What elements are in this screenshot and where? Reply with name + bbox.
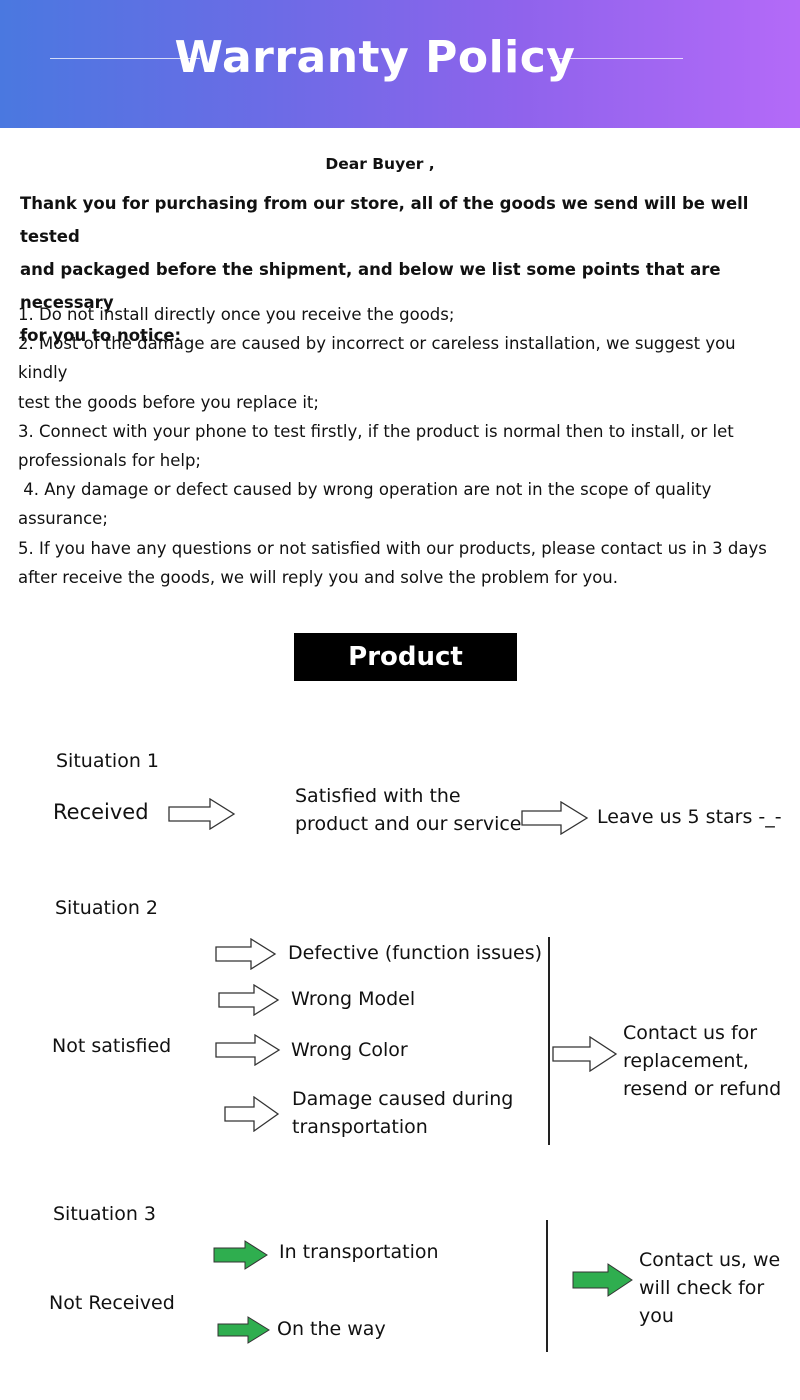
situation-1-action: Leave us 5 stars -_- bbox=[597, 806, 782, 828]
right-arrow-outline-icon bbox=[218, 984, 280, 1016]
notice-line: after receive the goods, we will reply y… bbox=[18, 567, 619, 587]
reason-item-line: Damage caused during bbox=[292, 1088, 514, 1110]
greeting: Dear Buyer , bbox=[325, 155, 435, 173]
reason-item: Defective (function issues) bbox=[288, 942, 543, 964]
situation-2-action-line: replacement, bbox=[623, 1050, 749, 1072]
situation-1-condition-line: product and our service bbox=[295, 813, 522, 835]
reason-item: Wrong Color bbox=[291, 1039, 408, 1061]
situation-2-action-line: resend or refund bbox=[623, 1078, 782, 1100]
reason-item: Wrong Model bbox=[291, 988, 416, 1010]
right-arrow-outline-icon bbox=[521, 801, 589, 835]
right-arrow-outline-icon bbox=[215, 1034, 281, 1066]
situation-2-heading: Situation 2 bbox=[55, 897, 158, 919]
right-arrow-outline-icon bbox=[215, 938, 277, 970]
reason-item-line: transportation bbox=[292, 1116, 428, 1138]
status-item: In transportation bbox=[279, 1241, 439, 1263]
notice-line: assurance; bbox=[18, 509, 108, 529]
intro-line: Thank you for purchasing from our store,… bbox=[20, 194, 749, 246]
divider-line bbox=[548, 937, 550, 1145]
situation-1-condition-line: Satisfied with the bbox=[295, 785, 461, 807]
intro-line: for you to notice: bbox=[20, 326, 182, 345]
notice-line: test the goods before you replace it; bbox=[18, 392, 319, 412]
situation-2-state: Not satisfied bbox=[52, 1035, 172, 1057]
situation-3-action-line: you bbox=[639, 1305, 674, 1327]
situation-1-heading: Situation 1 bbox=[56, 750, 159, 772]
banner-divider-right bbox=[550, 58, 683, 59]
divider-line bbox=[546, 1220, 548, 1352]
intro-paragraph: Thank you for purchasing from our store,… bbox=[20, 187, 780, 352]
notice-line: 4. Any damage or defect caused by wrong … bbox=[18, 480, 712, 500]
header-banner: Warranty Policy bbox=[0, 0, 800, 128]
situation-3-heading: Situation 3 bbox=[53, 1203, 156, 1225]
situation-3-state: Not Received bbox=[49, 1292, 175, 1314]
notice-list: 1. Do not install directly once you rece… bbox=[18, 300, 788, 592]
situation-3-action-line: will check for bbox=[639, 1277, 765, 1299]
banner-divider-left bbox=[50, 58, 200, 59]
notice-line: 3. Connect with your phone to test first… bbox=[18, 421, 734, 441]
notice-line: professionals for help; bbox=[18, 451, 201, 471]
situation-3-action-line: Contact us, we bbox=[639, 1249, 781, 1271]
page-title: Warranty Policy bbox=[174, 32, 576, 83]
right-arrow-outline-icon bbox=[552, 1036, 618, 1072]
right-arrow-green-icon bbox=[572, 1263, 633, 1297]
service-title: Product Service bbox=[294, 633, 517, 720]
notice-line: 1. Do not install directly once you rece… bbox=[18, 305, 455, 324]
right-arrow-green-icon bbox=[217, 1316, 270, 1344]
right-arrow-outline-icon bbox=[224, 1096, 280, 1132]
right-arrow-outline-icon bbox=[168, 798, 236, 830]
status-item: On the way bbox=[277, 1318, 386, 1340]
intro-line: and packaged before the shipment, and be… bbox=[20, 260, 721, 312]
situation-2-action-line: Contact us for bbox=[623, 1022, 758, 1044]
notice-line: 5. If you have any questions or not sati… bbox=[18, 538, 767, 558]
situation-1-state: Received bbox=[53, 800, 149, 824]
notice-line: 2. Most of the damage are caused by inco… bbox=[18, 334, 736, 383]
right-arrow-green-icon bbox=[213, 1240, 268, 1270]
